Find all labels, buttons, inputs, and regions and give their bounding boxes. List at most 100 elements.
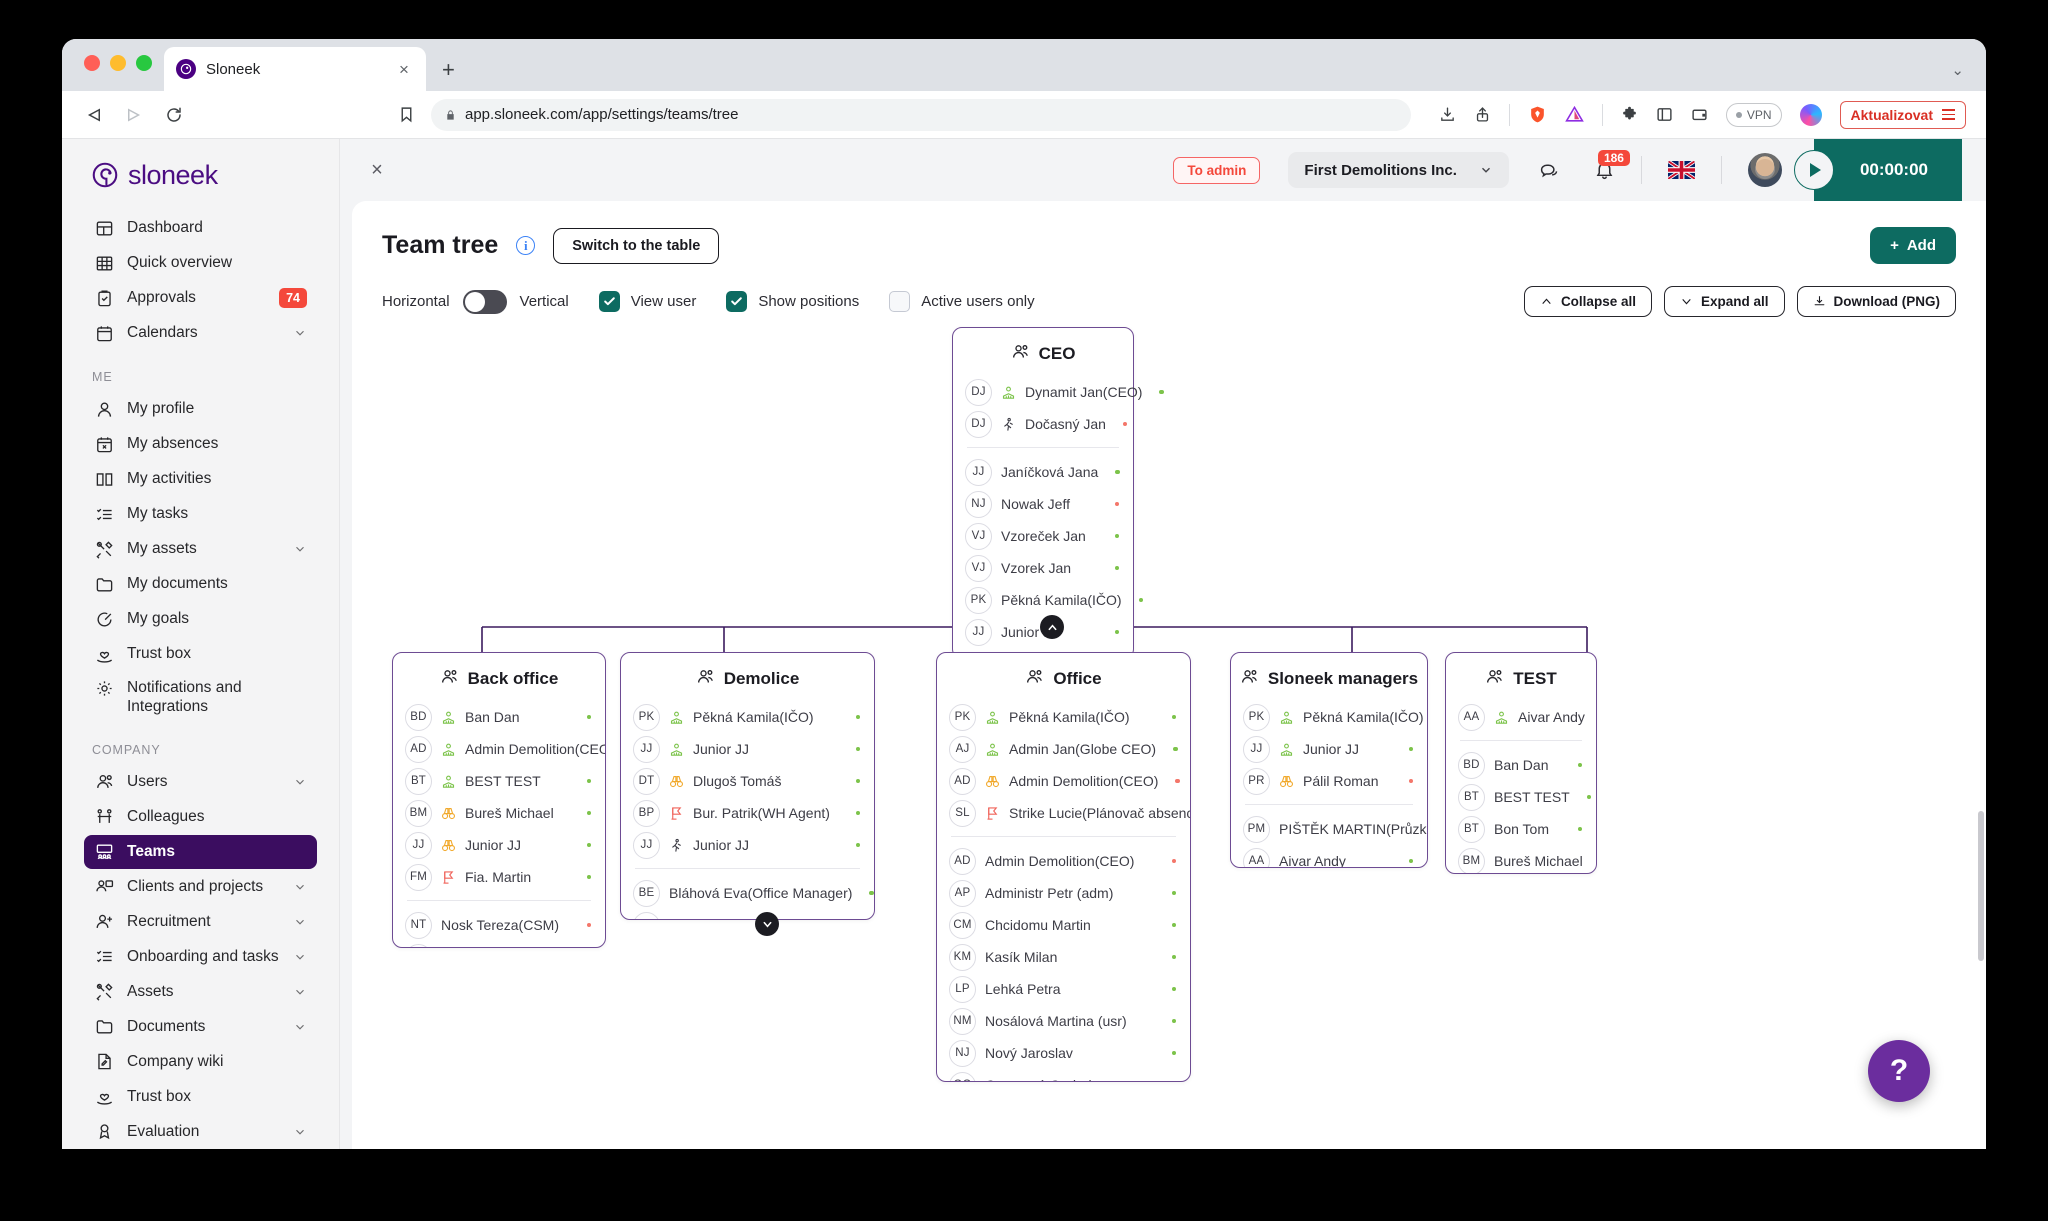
sidebar-item-my-assets[interactable]: My assets [84,532,317,566]
wallet-icon[interactable] [1691,106,1708,123]
sidebar-item-quick-overview[interactable]: Quick overview [84,246,317,280]
timer-display[interactable]: 00:00:00 [1813,139,1962,201]
expand-all-button[interactable]: Expand all [1663,286,1785,317]
collapse-all-button[interactable]: Collapse all [1523,286,1652,317]
show-positions-checkbox[interactable] [726,291,748,312]
minimize-window-button[interactable] [110,55,126,71]
orientation-toggle[interactable] [462,289,507,314]
sidebar-panel-icon[interactable] [1656,106,1673,123]
chat-icon[interactable] [1539,160,1560,181]
sidebar-item-my-goals[interactable]: My goals [84,602,317,636]
chevron-down-icon[interactable] [293,1020,307,1034]
extension-triangle-icon[interactable] [1565,105,1584,124]
sidebar-item-clients-and-projects[interactable]: Clients and projects [84,870,317,904]
url-input[interactable]: app.sloneek.com/app/settings/teams/tree [431,98,1411,131]
chevron-down-icon[interactable] [293,326,307,340]
user-avatar[interactable] [1747,153,1782,187]
company-selector[interactable]: First Demolitions Inc. [1288,152,1509,188]
notifications-button[interactable]: 186 [1594,149,1630,181]
vertical-scrollbar[interactable] [1978,811,1984,961]
share-icon[interactable] [1474,106,1491,123]
brave-shields-icon[interactable] [1528,105,1547,124]
sidebar-item-documents[interactable]: Documents [84,1010,317,1044]
sidebar-item-my-tasks[interactable]: My tasks [84,497,317,531]
vpn-button[interactable]: VPN [1725,102,1782,127]
collapse-knob-demolice[interactable] [755,912,779,936]
language-flag-icon[interactable] [1667,160,1695,180]
sidebar-item-my-documents[interactable]: My documents [84,567,317,601]
to-admin-button[interactable]: To admin [1173,156,1261,184]
sidebar-item-trust-box[interactable]: Trust box [84,637,317,671]
sidebar-item-colleagues[interactable]: Colleagues [84,800,317,834]
active-users-only-checkbox[interactable] [889,291,911,312]
new-tab-button[interactable]: + [442,57,455,82]
download-png-button[interactable]: Download (PNG) [1796,286,1956,317]
sidebar-item-dashboard[interactable]: Dashboard [84,211,317,245]
sloneek-logo[interactable]: sloneek [84,139,317,211]
collapse-knob-ceo[interactable] [1040,615,1064,639]
chevron-down-icon[interactable] [293,950,307,964]
chevron-down-icon[interactable] [293,880,307,894]
sidebar-item-teams[interactable]: Teams [84,834,317,869]
switch-to-table-button[interactable]: Switch to the table [553,227,720,264]
browser-menu-icon[interactable] [1942,109,1955,120]
bookmark-icon[interactable] [398,106,415,123]
sidebar-item-recruitment[interactable]: Recruitment [84,905,317,939]
help-button[interactable]: ? [1868,1040,1930,1102]
chevron-down-icon[interactable] [293,542,307,556]
reload-icon[interactable] [162,103,186,127]
info-icon[interactable]: i [516,236,536,255]
close-panel-icon[interactable]: × [371,158,383,181]
sidebar-item-calendars[interactable]: Calendars [84,316,317,350]
maximize-window-button[interactable] [136,55,152,71]
tab-close-icon[interactable]: × [399,59,409,79]
view-user-checkbox[interactable] [598,291,620,312]
play-timer-button[interactable] [1793,150,1834,190]
update-browser-button[interactable]: Aktualizovat [1839,100,1966,129]
sidebar-item-onboarding-and-tasks[interactable]: Onboarding and tasks [84,940,317,974]
team-member-row[interactable]: OOOmezaná Onderka [937,1069,1190,1081]
close-window-button[interactable] [84,55,100,71]
install-app-icon[interactable] [1439,106,1456,123]
sidebar-item-users[interactable]: Users [84,765,317,799]
checkbox-view-user[interactable]: View user [598,291,696,312]
profile-avatar[interactable] [1799,103,1822,126]
